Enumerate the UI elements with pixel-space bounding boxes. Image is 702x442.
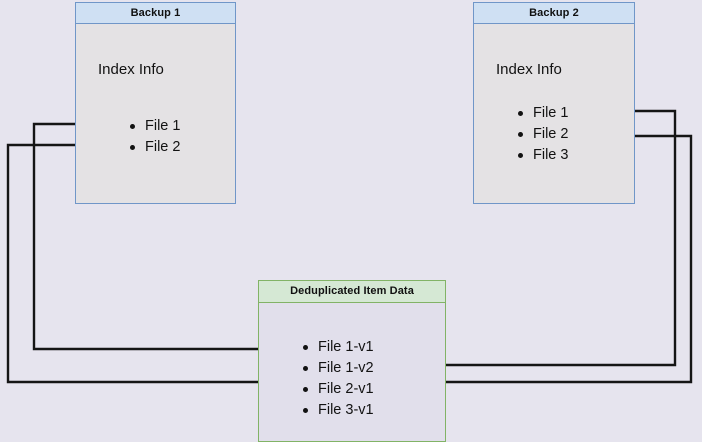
deduplicated-item-data-box[interactable]: Deduplicated Item Data File 1-v1 File 1-…: [258, 280, 446, 442]
list-item-label: File 2: [533, 126, 569, 142]
bullet-icon: [518, 132, 523, 137]
backup-1-box[interactable]: Backup 1 Index Info File 1 File 2: [75, 2, 236, 204]
list-item[interactable]: File 1-v2: [301, 358, 374, 379]
list-item-label: File 2-v1: [318, 381, 374, 397]
list-item[interactable]: File 2-v1: [301, 379, 374, 400]
bullet-icon: [518, 111, 523, 116]
list-item[interactable]: File 1-v1: [301, 337, 374, 358]
backup-2-header: Backup 2: [474, 3, 634, 24]
list-item[interactable]: File 1: [516, 103, 568, 124]
bullet-icon: [303, 345, 308, 350]
list-item-label: File 2: [145, 139, 181, 155]
deduplicated-item-data-body: File 1-v1 File 1-v2 File 2-v1 File 3-v1: [259, 303, 445, 441]
bullet-icon: [518, 153, 523, 158]
list-item[interactable]: File 2: [516, 124, 568, 145]
backup-1-header: Backup 1: [76, 3, 235, 24]
list-item[interactable]: File 3: [516, 145, 568, 166]
deduplicated-file-list: File 1-v1 File 1-v2 File 2-v1 File 3-v1: [301, 337, 374, 421]
backup-2-file-list: File 1 File 2 File 3: [516, 103, 568, 166]
bullet-icon: [303, 387, 308, 392]
backup-1-body: Index Info File 1 File 2: [76, 24, 235, 203]
backup-2-body: Index Info File 1 File 2 File 3: [474, 24, 634, 203]
list-item-label: File 1: [145, 118, 181, 134]
list-item-label: File 3-v1: [318, 402, 374, 418]
list-item[interactable]: File 3-v1: [301, 400, 374, 421]
deduplicated-item-data-header: Deduplicated Item Data: [259, 281, 445, 303]
list-item-label: File 1-v1: [318, 339, 374, 355]
list-item-label: File 3: [533, 147, 569, 163]
backup-2-index-label: Index Info: [496, 61, 562, 78]
bullet-icon: [303, 408, 308, 413]
bullet-icon: [130, 124, 135, 129]
list-item-label: File 1-v2: [318, 360, 374, 376]
list-item-label: File 1: [533, 105, 569, 121]
backup-1-index-label: Index Info: [98, 61, 164, 78]
bullet-icon: [303, 366, 308, 371]
list-item[interactable]: File 1: [128, 116, 180, 137]
list-item[interactable]: File 2: [128, 137, 180, 158]
bullet-icon: [130, 145, 135, 150]
backup-2-box[interactable]: Backup 2 Index Info File 1 File 2 File 3: [473, 2, 635, 204]
backup-1-file-list: File 1 File 2: [128, 116, 180, 158]
